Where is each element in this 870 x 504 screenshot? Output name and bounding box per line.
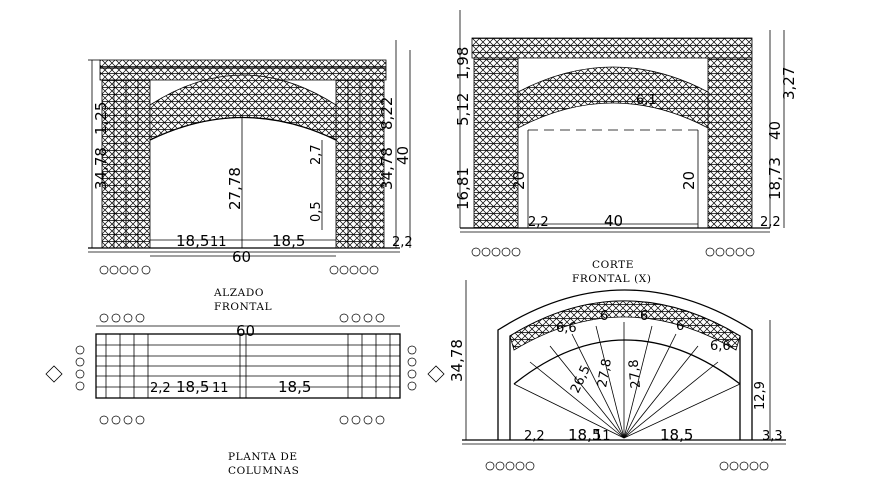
corte-axis-bubbles-left xyxy=(471,247,521,257)
alzado-arch-height: 27,78 xyxy=(226,167,244,210)
arco-truss xyxy=(509,300,741,351)
corte-crown: 6,1 xyxy=(636,93,657,108)
arco-radial-arc xyxy=(513,339,741,385)
corte-right-column xyxy=(707,57,753,229)
arco-total-height: 34,78 xyxy=(448,339,466,382)
corte-title-line2: FRONTAL (X) xyxy=(572,273,652,285)
alzado-small-22: 2,2 xyxy=(392,235,413,250)
alzado-small-27: 2,7 xyxy=(309,144,324,165)
arco-left-small: 2,2 xyxy=(524,429,545,444)
arco-rad-h: 27,8 xyxy=(627,359,644,389)
alzado-frontal-view: 34,78 1,25 27,78 34,78 8,22 40 2,7 0,5 1… xyxy=(88,40,413,313)
alzado-right-height-b: 8,22 xyxy=(378,97,396,130)
planta-center-mark: 11 xyxy=(212,381,229,396)
arco-detalle-view: 34,78 18,5 11 18,5 2,2 3,3 6,6 6 6 6 6,6… xyxy=(448,280,786,471)
arco-left-span: 18,5 xyxy=(568,426,601,444)
planta-right-span: 18,5 xyxy=(278,378,311,396)
arco-radial-lines xyxy=(513,322,741,439)
planta-total-width: 60 xyxy=(236,322,255,340)
alzado-total-height: 34,78 xyxy=(92,147,110,190)
corte-right-b: 40 xyxy=(766,121,784,140)
arch-truss xyxy=(149,74,337,141)
arco-center-mark: 11 xyxy=(594,429,611,444)
alzado-title-line2: FRONTAL xyxy=(214,301,272,313)
alzado-small-05: 0,5 xyxy=(309,201,324,222)
corte-left-column xyxy=(473,57,519,229)
alzado-right-40: 40 xyxy=(394,146,412,165)
alzado-left-span: 18,5 xyxy=(176,232,209,250)
alzado-col-top: 1,25 xyxy=(92,102,110,135)
alzado-title-line1: ALZADO xyxy=(213,287,264,299)
corte-left-height: 20 xyxy=(510,171,528,190)
arco-rad-d: 6 xyxy=(676,319,684,334)
arco-outer xyxy=(497,289,753,440)
planta-title-line1: PLANTA DE xyxy=(228,451,298,463)
corte-axis-bubbles-right xyxy=(705,247,755,257)
planta-left-small: 2,2 xyxy=(150,381,171,396)
arco-right-span: 18,5 xyxy=(660,426,693,444)
alzado-right-height: 34,78 xyxy=(378,147,396,190)
corte-frontal-view: 40 20 20 16,81 5,12 1,98 18,73 40 3,27 2… xyxy=(454,10,798,285)
corte-left-top: 1,98 xyxy=(454,47,472,80)
arco-rad-f: 26,5 xyxy=(568,363,594,396)
planta-left-span: 18,5 xyxy=(176,378,209,396)
arco-right-side: 12,9 xyxy=(753,381,768,410)
arco-right-small: 3,3 xyxy=(762,429,783,444)
alzado-right-span: 18,5 xyxy=(272,232,305,250)
alzado-total-width: 60 xyxy=(232,248,251,266)
arco-rad-e: 6,6 xyxy=(710,339,731,354)
arco-rad-a: 6,6 xyxy=(556,321,577,336)
corte-left-total: 16,81 xyxy=(454,167,472,210)
planta-section-marker-right xyxy=(427,365,445,383)
arco-rad-b: 6 xyxy=(600,309,608,324)
corte-right-height: 20 xyxy=(680,171,698,190)
corte-left-upper: 5,12 xyxy=(454,93,472,126)
corte-span: 40 xyxy=(604,212,623,230)
arco-rad-g: 27,8 xyxy=(595,358,615,389)
alzado-axis-bubbles-left xyxy=(99,265,151,275)
arco-rad-c: 6 xyxy=(640,309,648,324)
corte-right-c: 3,27 xyxy=(780,67,798,100)
corte-right-a: 18,73 xyxy=(766,157,784,200)
corte-title-line1: CORTE xyxy=(592,259,634,271)
planta-title-line2: COLUMNAS xyxy=(228,465,299,477)
planta-section-marker-left xyxy=(45,365,63,383)
planta-columnas-view: 60 18,5 11 18,5 2,2 PLANTA DE COLUMNAS xyxy=(45,313,445,477)
planta-axis-bubbles xyxy=(75,313,417,425)
alzado-center-mark: 11 xyxy=(210,235,227,250)
alzado-axis-bubbles-right xyxy=(329,265,379,275)
arco-axis-bubbles xyxy=(485,461,769,471)
corte-arch xyxy=(517,66,709,129)
corte-top-beam xyxy=(471,37,753,59)
corte-left-small: 2,2 xyxy=(528,215,549,230)
corte-right-small: 2,2 xyxy=(760,215,781,230)
